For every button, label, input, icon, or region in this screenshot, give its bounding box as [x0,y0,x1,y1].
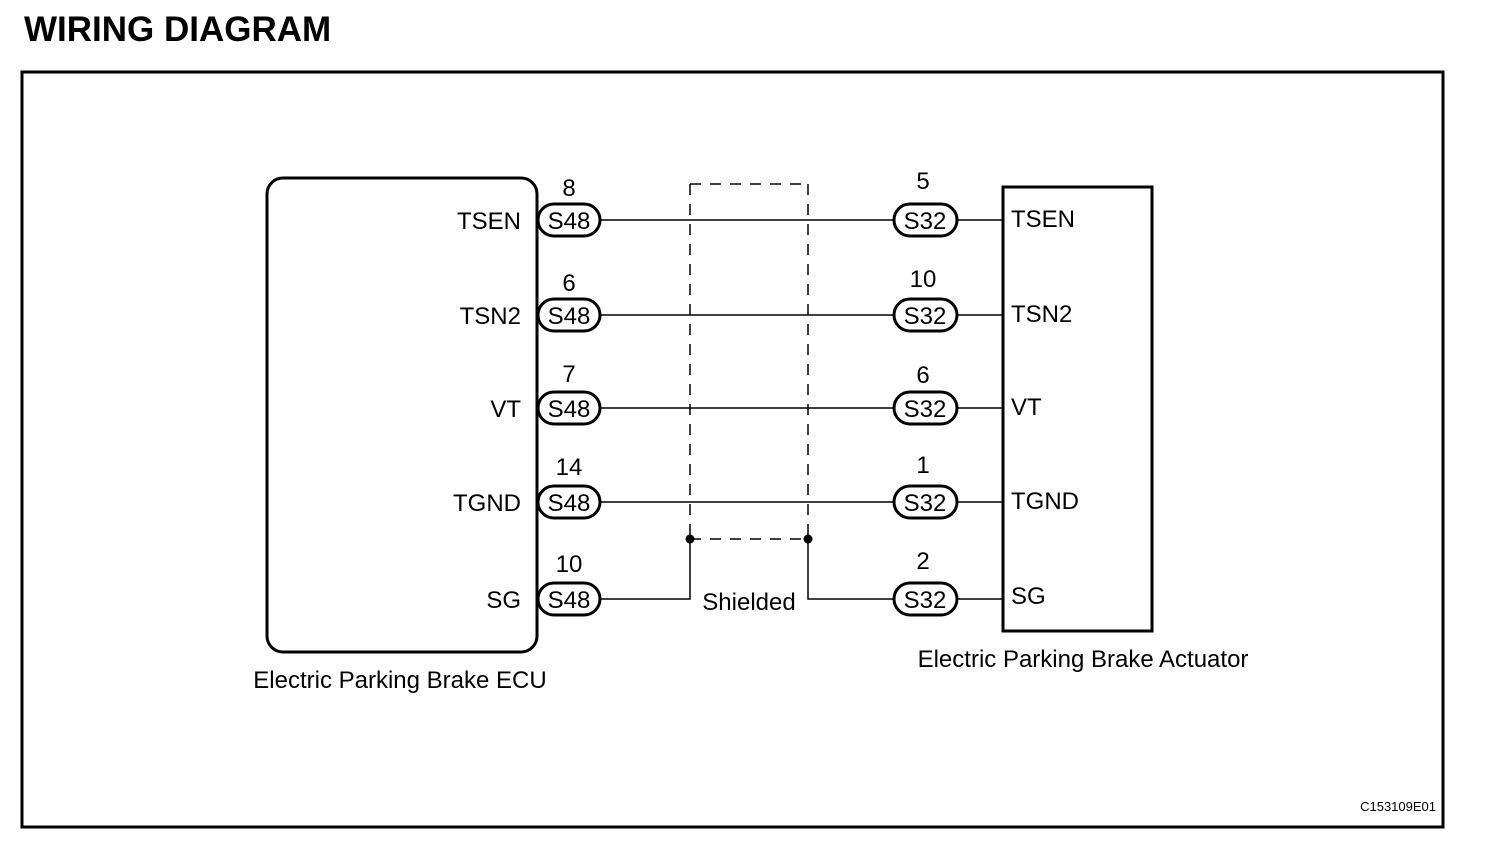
ecu-pin-number-vt: 7 [562,361,575,388]
ecu-pin-name-vt: VT [490,396,521,423]
ecu-pin-number-tsn2: 6 [562,270,575,297]
actuator-pin-number-tsn2: 10 [910,266,937,293]
actuator-pin-number-sg: 2 [916,548,929,575]
actuator-pin-name-vt: VT [1011,394,1042,421]
page-title: WIRING DIAGRAM [24,10,332,49]
diagram-frame [20,70,1445,829]
ecu-pin-name-tsen: TSEN [457,208,521,235]
ecu-connector-label-tgnd: S48 [548,490,591,517]
sg-shield-wires [600,539,894,600]
ecu-pin-name-tgnd: TGND [453,490,521,517]
ecu-label: Electric Parking Brake ECU [253,667,546,694]
actuator-connector-label-tgnd: S32 [904,490,947,517]
actuator-box [1001,185,1154,633]
ecu-pin-number-sg: 10 [556,551,583,578]
shield-junction-dot-left [685,534,695,544]
actuator-pin-name-tsen: TSEN [1011,206,1075,233]
ecu-pin-number-tsen: 8 [562,175,575,202]
shield-outline [689,183,809,540]
actuator-pin-name-sg: SG [1011,583,1046,610]
ecu-pin-number-tgnd: 14 [556,454,583,481]
actuator-pin-number-tgnd: 1 [916,452,929,479]
ecu-pin-name-sg: SG [486,587,521,614]
actuator-connector-label-vt: S32 [904,396,947,423]
figure-code: C153109E01 [1360,799,1436,814]
actuator-pin-number-tsen: 5 [916,168,929,195]
ecu-pin-name-tsn2: TSN2 [460,303,521,330]
actuator-pin-name-tgnd: TGND [1011,488,1079,515]
shield-label: Shielded [702,589,795,616]
actuator-label: Electric Parking Brake Actuator [918,646,1249,673]
ecu-connector-label-vt: S48 [548,396,591,423]
actuator-connector-label-tsn2: S32 [904,303,947,330]
actuator-pin-name-tsn2: TSN2 [1011,301,1072,328]
ecu-box [265,176,539,654]
ecu-connector-label-tsn2: S48 [548,303,591,330]
actuator-pin-number-vt: 6 [916,362,929,389]
ecu-connector-label-sg: S48 [548,587,591,614]
ecu-connector-label-tsen: S48 [548,208,591,235]
shield-junction-dot-right [803,534,813,544]
actuator-connector-label-tsen: S32 [904,208,947,235]
actuator-connector-label-sg: S32 [904,587,947,614]
